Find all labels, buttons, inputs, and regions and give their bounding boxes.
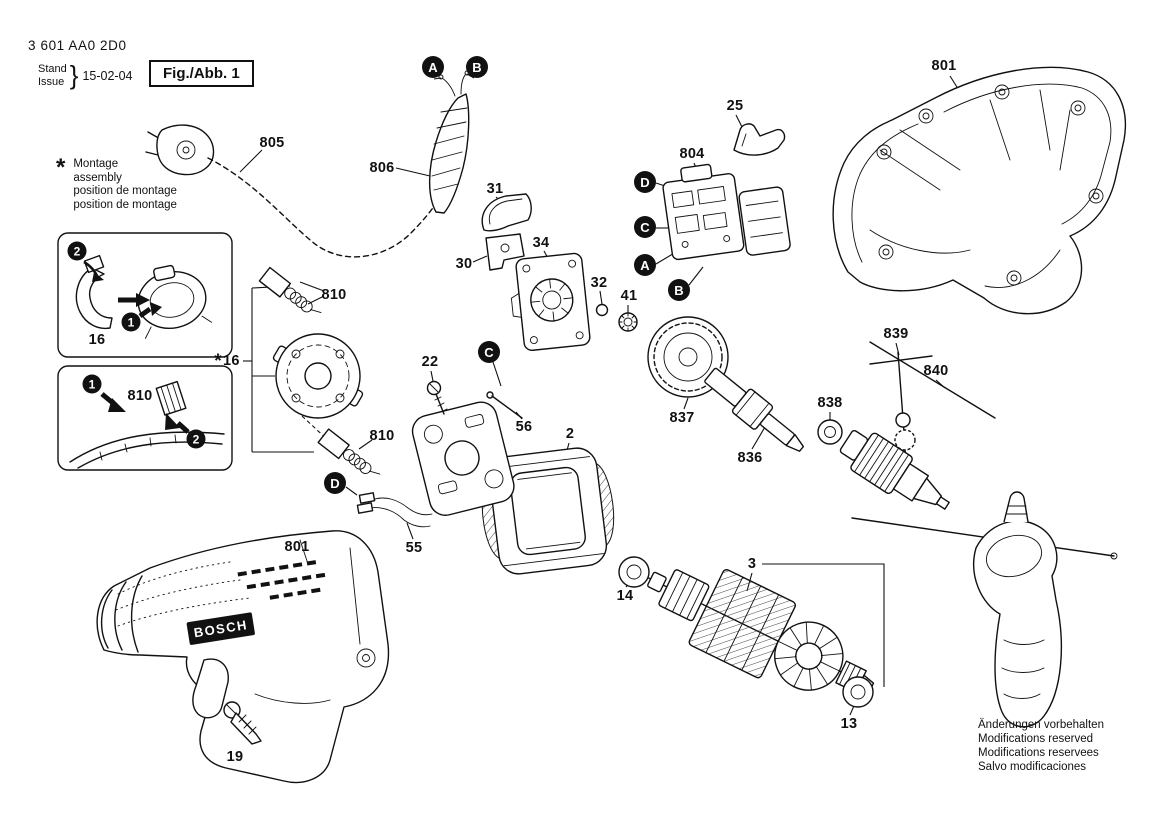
part-label-804: 804 bbox=[679, 146, 705, 162]
part-label-55: 55 bbox=[405, 540, 423, 556]
knurled-nut bbox=[618, 312, 638, 332]
revision-note: Änderungen vorbehalten Modifications res… bbox=[978, 718, 1104, 774]
screw-22 bbox=[426, 380, 448, 415]
revision-line: Salvo modificaciones bbox=[978, 761, 1087, 773]
step-badge-2: 2 bbox=[67, 241, 87, 261]
callout-badge-a: A bbox=[634, 254, 656, 276]
callout-badge-c: C bbox=[634, 216, 656, 238]
part-label-31: 31 bbox=[486, 181, 504, 197]
brush-holder bbox=[485, 233, 525, 271]
motor-wires bbox=[356, 492, 433, 528]
motor-housing-shell bbox=[832, 66, 1126, 315]
issue-block: Stand Issue } 15-02-04 bbox=[38, 60, 132, 91]
drill-body: BOSCH bbox=[96, 530, 390, 784]
retaining-ring bbox=[595, 303, 609, 317]
brace-glyph: } bbox=[69, 60, 79, 90]
part-label-56: 56 bbox=[515, 419, 533, 435]
step-badge-2: 2 bbox=[186, 429, 206, 449]
part-label-25: 25 bbox=[726, 98, 744, 114]
part-label-838: 838 bbox=[817, 395, 843, 411]
inset-detail-1 bbox=[57, 232, 233, 358]
stand-label: Stand bbox=[38, 62, 67, 75]
part-label-810-lower: 810 bbox=[369, 428, 395, 444]
montage-line: position de montage bbox=[73, 185, 177, 197]
revision-line: Modifications reserved bbox=[978, 733, 1094, 745]
part-label-32: 32 bbox=[590, 275, 608, 291]
brush-plate bbox=[411, 401, 515, 516]
depth-rod bbox=[869, 341, 996, 419]
screw-19 bbox=[223, 701, 262, 745]
part-label-839: 839 bbox=[883, 326, 909, 342]
switch-assembly bbox=[662, 163, 791, 261]
part-label-806: 806 bbox=[369, 160, 395, 176]
callout-badge-d: D bbox=[324, 472, 346, 494]
part-label-22: 22 bbox=[421, 354, 439, 370]
part-label-16-flange: *16 bbox=[214, 351, 240, 372]
pin-56 bbox=[486, 391, 523, 419]
ball-bearing-front bbox=[618, 556, 650, 588]
part-label-13: 13 bbox=[840, 716, 858, 732]
part-label-3: 3 bbox=[747, 556, 757, 572]
chuck bbox=[839, 429, 950, 510]
asterisk-mark: * bbox=[214, 351, 222, 372]
part-label-805: 805 bbox=[259, 135, 285, 151]
carbon-brush-upper bbox=[258, 266, 322, 313]
montage-line: position de montage bbox=[73, 198, 177, 211]
callout-badge-b: B bbox=[466, 56, 488, 78]
power-cord bbox=[145, 124, 441, 258]
gear-assembly bbox=[647, 316, 805, 452]
part-label-19: 19 bbox=[226, 749, 244, 765]
callout-badge-c: C bbox=[478, 341, 500, 363]
part-label-801-body: 801 bbox=[284, 539, 310, 555]
montage-line: Montage bbox=[73, 158, 119, 170]
step-badge-1: 1 bbox=[82, 374, 102, 394]
part-label-840: 840 bbox=[923, 363, 949, 379]
part-label-836: 836 bbox=[737, 450, 763, 466]
part-label-14: 14 bbox=[616, 588, 634, 604]
revision-line: Modifications reservees bbox=[978, 747, 1099, 759]
carbon-brush-lower bbox=[317, 428, 381, 475]
bearing-plate bbox=[510, 252, 591, 352]
callout-badge-b: B bbox=[668, 279, 690, 301]
ball-bearing-rear bbox=[842, 676, 874, 708]
issue-label: Issue bbox=[38, 75, 65, 88]
cable-clip bbox=[733, 123, 786, 156]
asterisk-mark: * bbox=[56, 154, 66, 181]
part-label-2: 2 bbox=[565, 426, 575, 442]
part-label-837: 837 bbox=[669, 410, 695, 426]
part-label-34: 34 bbox=[532, 235, 550, 251]
part-label-30: 30 bbox=[455, 256, 473, 272]
bearing-flange bbox=[272, 333, 364, 419]
issue-date: 15-02-04 bbox=[82, 68, 133, 83]
washer bbox=[817, 419, 843, 445]
part-label-41: 41 bbox=[620, 288, 638, 304]
figure-label: Fig./Abb. 1 bbox=[149, 60, 254, 87]
montage-line: assembly bbox=[73, 171, 122, 184]
callout-badge-d: D bbox=[634, 171, 656, 193]
part-label-801-housing: 801 bbox=[931, 58, 957, 74]
callout-badge-a: A bbox=[422, 56, 444, 78]
brush-clip bbox=[481, 193, 532, 232]
step-badge-1: 1 bbox=[121, 312, 141, 332]
aux-handle bbox=[972, 491, 1063, 728]
revision-line: Änderungen vorbehalten bbox=[978, 719, 1104, 731]
part-label-810-upper: 810 bbox=[321, 287, 347, 303]
armature bbox=[647, 569, 875, 694]
cord-grip bbox=[428, 70, 470, 214]
part-label-810-inset: 810 bbox=[127, 388, 153, 404]
part-label-16-inset: 16 bbox=[88, 332, 106, 348]
montage-note: * Montage assembly position de montage p… bbox=[56, 154, 177, 212]
type-number: 3 601 AA0 2D0 bbox=[28, 38, 127, 53]
